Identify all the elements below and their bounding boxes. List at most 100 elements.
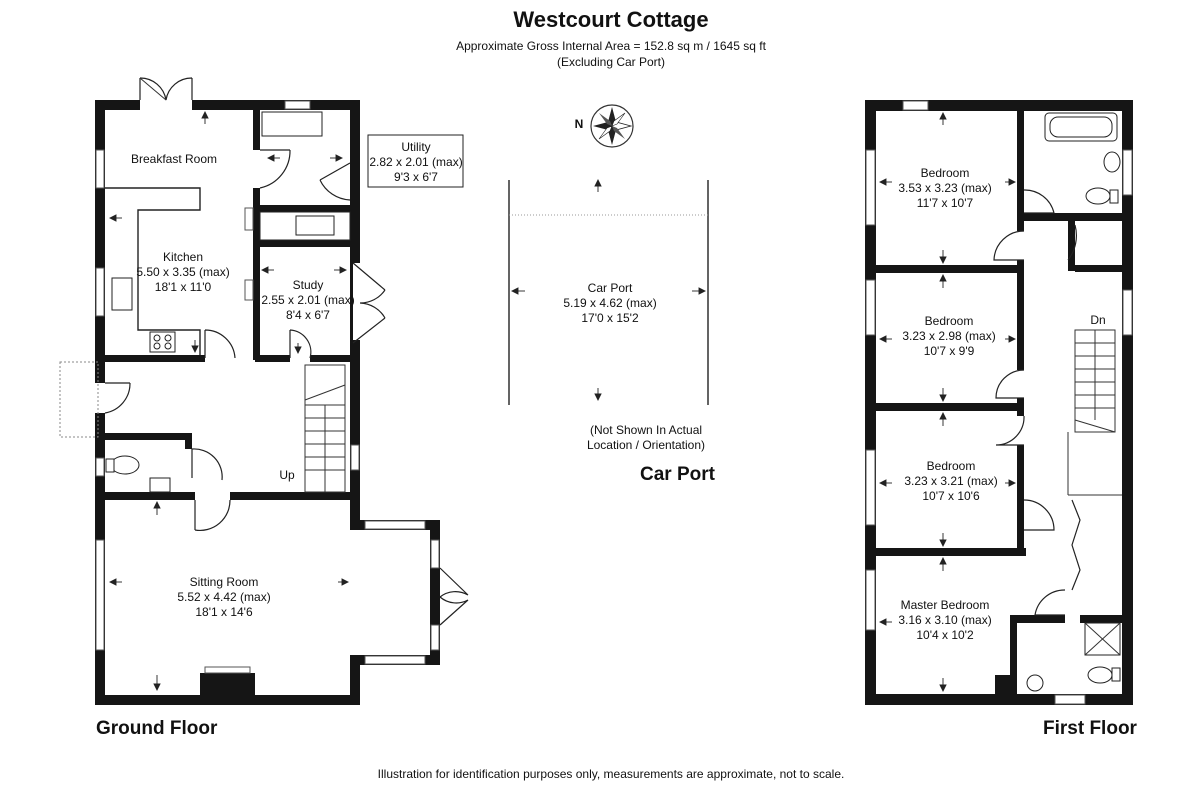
window <box>430 539 440 569</box>
cupboard-door[interactable] <box>1067 224 1077 261</box>
bedroom2-door[interactable] <box>995 369 1025 399</box>
window <box>95 457 105 477</box>
wall <box>1017 260 1024 370</box>
wall <box>350 490 360 530</box>
first-floor-stairs <box>1067 329 1122 496</box>
window <box>865 149 876 226</box>
wall <box>350 340 360 498</box>
area-summary: Approximate Gross Internal Area = 152.8 … <box>456 39 766 53</box>
bedroom3-door[interactable] <box>995 415 1025 446</box>
wall <box>430 520 440 665</box>
sitting-french-doors[interactable] <box>439 567 469 626</box>
wall <box>1017 398 1024 416</box>
wall <box>865 100 876 705</box>
porch-outline <box>59 361 99 438</box>
ensuite-basin <box>1026 674 1044 692</box>
wall <box>95 100 105 363</box>
utility-door[interactable] <box>259 149 291 189</box>
side-door[interactable] <box>104 382 131 414</box>
room-label-kitchen: Kitchen <box>163 250 203 264</box>
stairs-up-label: Up <box>279 468 295 482</box>
landing-door[interactable] <box>1023 499 1055 531</box>
wall <box>95 695 360 705</box>
window <box>1122 149 1133 196</box>
room-size-sitting: 5.52 x 4.42 (max) <box>177 590 270 604</box>
wall <box>1122 100 1133 705</box>
wc-basin <box>149 477 171 493</box>
hob-ring <box>153 334 161 342</box>
room-size-bedroom1: 3.53 x 3.23 (max) <box>898 181 991 195</box>
hob-ring <box>164 334 172 342</box>
stairs-down-label: Dn <box>1090 313 1105 327</box>
window <box>364 655 426 665</box>
wall <box>1017 445 1024 556</box>
room-imperial-carport: 17'0 x 15'2 <box>581 311 639 325</box>
room-size-study: 2.55 x 2.01 (max) <box>261 293 354 307</box>
dimension-arrows <box>108 110 350 692</box>
window <box>95 539 105 651</box>
room-label-bedroom1: Bedroom <box>921 166 970 180</box>
wall <box>95 100 140 110</box>
wall <box>185 433 192 449</box>
room-label-utility: Utility <box>401 140 430 154</box>
bath-toilet <box>1085 187 1111 205</box>
wall <box>260 240 350 247</box>
room-size-kitchen: 5.50 x 3.35 (max) <box>136 265 229 279</box>
room-label-bedroom2: Bedroom <box>925 314 974 328</box>
wall <box>350 263 353 343</box>
room-size-master: 3.16 x 3.10 (max) <box>898 613 991 627</box>
window <box>865 449 876 526</box>
utility-sink <box>295 215 335 236</box>
bedroom1-door[interactable] <box>993 230 1025 261</box>
kitchen-door[interactable] <box>204 329 236 359</box>
study-french-doors[interactable] <box>352 262 386 344</box>
compass-icon <box>590 104 634 148</box>
wc-door[interactable] <box>191 448 223 481</box>
room-label-breakfast: Breakfast Room <box>131 152 217 166</box>
wardrobe-doors[interactable] <box>1071 499 1081 591</box>
kitchen-sink <box>111 277 133 311</box>
wall <box>230 492 350 500</box>
kitchen-counter <box>105 187 201 355</box>
study-door[interactable] <box>289 329 312 359</box>
sitting-door[interactable] <box>194 499 231 532</box>
wall <box>255 355 290 362</box>
page-title: Westcourt Cottage <box>513 7 708 32</box>
utility-unit <box>261 111 323 137</box>
toilet-cistern <box>105 458 115 473</box>
window <box>1054 694 1086 705</box>
wall <box>350 100 360 263</box>
window <box>1122 289 1133 336</box>
room-imperial-bedroom2: 10'7 x 9'9 <box>924 344 975 358</box>
hob-ring <box>153 342 161 350</box>
bathroom-door[interactable] <box>1023 189 1055 214</box>
window <box>244 207 254 231</box>
wall <box>995 675 1010 695</box>
wall <box>1080 615 1122 623</box>
first-floor-label: First Floor <box>1043 718 1138 739</box>
wall <box>1075 265 1122 272</box>
french-doors[interactable] <box>139 77 193 101</box>
compass-north-label: N <box>575 117 584 131</box>
ensuite-door[interactable] <box>1034 589 1066 616</box>
window <box>284 100 311 110</box>
window <box>364 520 426 530</box>
window <box>95 149 105 189</box>
window <box>244 279 254 301</box>
wall <box>1017 111 1024 231</box>
room-imperial-bedroom1: 11'7 x 10'7 <box>917 196 974 210</box>
carport-note-line1: (Not Shown In Actual <box>590 423 702 437</box>
car-port-label: Car Port <box>640 464 716 485</box>
window <box>430 624 440 651</box>
room-label-bedroom3: Bedroom <box>927 459 976 473</box>
room-imperial-study: 8'4 x 6'7 <box>286 308 330 322</box>
kitchen-hob <box>149 331 176 353</box>
ensuite-cistern <box>1111 667 1121 682</box>
wall <box>105 355 205 362</box>
utility-external-door[interactable] <box>319 162 351 201</box>
wall <box>192 100 360 110</box>
window <box>902 100 929 111</box>
wall <box>95 363 105 383</box>
carport-dimension-arrows <box>510 178 707 402</box>
wall <box>1010 615 1017 695</box>
